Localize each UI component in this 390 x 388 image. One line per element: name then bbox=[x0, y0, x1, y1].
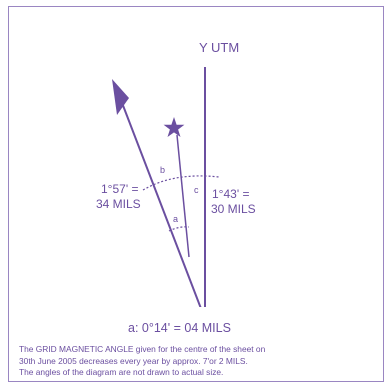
magnetic-north-arrow-icon bbox=[112, 79, 129, 115]
left-angle-degrees: 1°57' = bbox=[101, 182, 139, 196]
true-north-line bbox=[176, 134, 190, 258]
magnetic-north-line bbox=[118, 94, 202, 307]
right-angle-degrees: 1°43' = bbox=[212, 187, 250, 201]
star-icon bbox=[163, 117, 185, 137]
left-angle-mils: 34 MILS bbox=[96, 197, 141, 211]
arc-label-a: a bbox=[173, 214, 179, 224]
right-angle-mils: 30 MILS bbox=[211, 202, 256, 216]
caption-line-2: 30th June 2005 decreases every year by a… bbox=[19, 355, 248, 366]
angle-diagram bbox=[112, 67, 220, 307]
arc-label-b: b bbox=[160, 165, 166, 175]
diagram-frame: Y UTM 1°57' = 34 MILS 1°43' = 30 MILS b … bbox=[8, 6, 384, 382]
angle-arc-b-c bbox=[142, 175, 220, 191]
caption-line-1: The GRID MAGNETIC ANGLE given for the ce… bbox=[19, 344, 266, 354]
arc-label-c: c bbox=[194, 185, 199, 195]
angle-arc-a bbox=[168, 226, 190, 232]
caption-line-3: The angles of the diagram are not drawn … bbox=[19, 367, 224, 377]
bottom-equation: a: 0°14' = 04 MILS bbox=[128, 321, 231, 335]
caption: The GRID MAGNETIC ANGLE given for the ce… bbox=[19, 344, 379, 379]
y-utm-label: Y UTM bbox=[199, 40, 240, 55]
